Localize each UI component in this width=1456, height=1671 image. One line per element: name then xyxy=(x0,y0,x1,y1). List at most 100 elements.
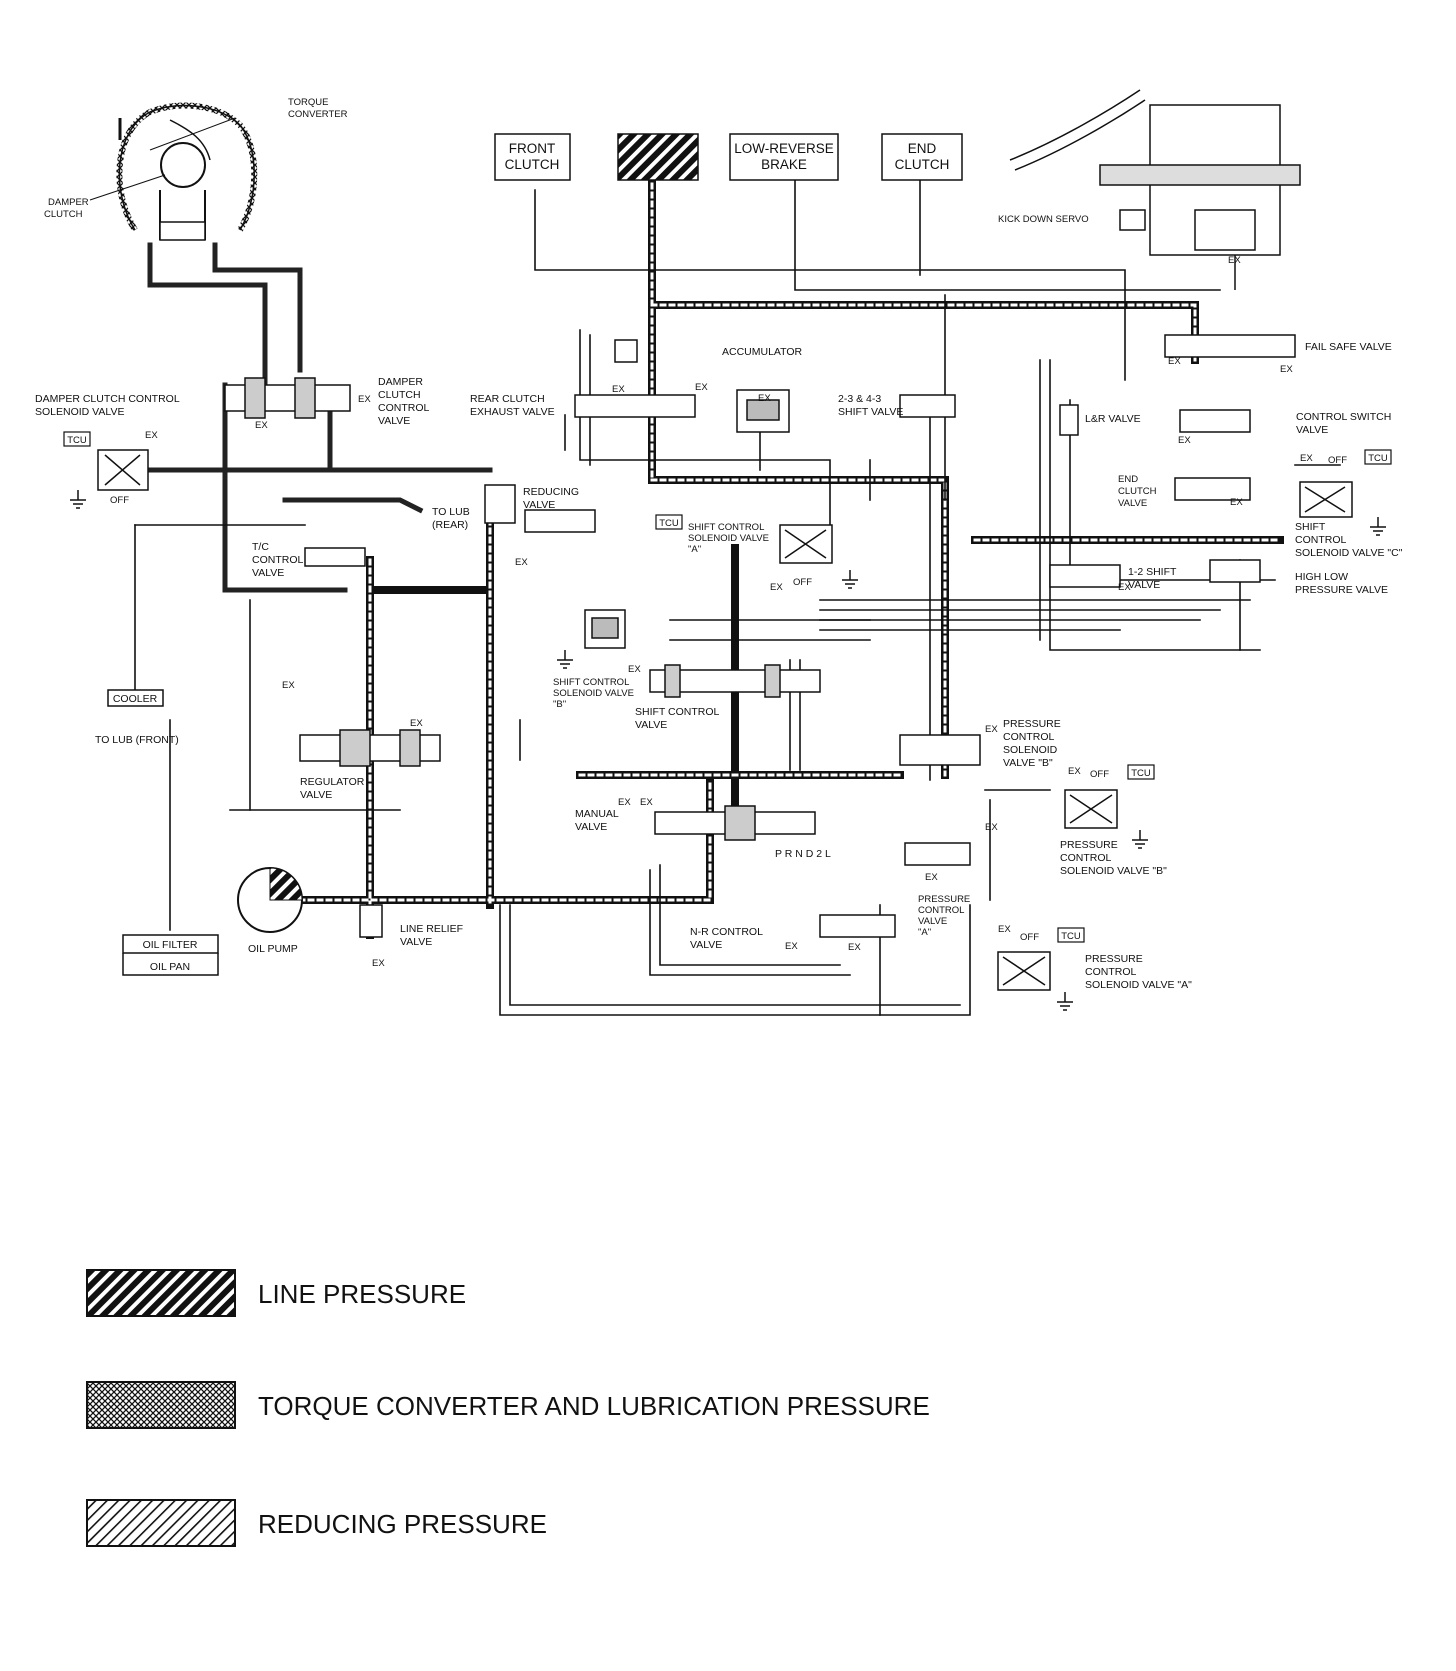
torque-lub-passages xyxy=(137,242,493,593)
kick-down-servo xyxy=(1009,89,1301,290)
svg-text:EX: EX xyxy=(145,430,158,441)
svg-text:EX: EX xyxy=(1228,255,1241,266)
svg-text:EX: EX xyxy=(1300,453,1313,464)
svg-text:EX: EX xyxy=(1178,435,1191,446)
lr-valve-label: L&R VALVE xyxy=(1085,413,1141,425)
oil-pan: OIL PAN xyxy=(122,953,219,976)
fail-safe-label: FAIL SAFE VALVE xyxy=(1305,341,1392,353)
legend-reducing-pressure: REDUCING PRESSURE xyxy=(86,1499,547,1547)
legend-torque-converter-lubrication: TORQUE CONVERTER AND LUBRICATION PRESSUR… xyxy=(86,1381,930,1429)
svg-text:EX: EX xyxy=(785,941,798,952)
svg-text:EX: EX xyxy=(848,942,861,953)
svg-text:TCU: TCU xyxy=(1368,453,1388,464)
svg-text:TCU: TCU xyxy=(67,435,87,446)
accumulator-label: ACCUMULATOR xyxy=(722,346,803,358)
svg-text:EX: EX xyxy=(612,384,625,395)
torque-converter xyxy=(89,102,258,241)
svg-text:EX: EX xyxy=(255,420,268,431)
svg-text:OIL PAN: OIL PAN xyxy=(150,961,190,973)
svg-text:COOLER: COOLER xyxy=(113,693,158,705)
svg-text:EX: EX xyxy=(410,718,423,729)
off-tags: OFF OFF OFF OFF OFF xyxy=(110,455,1347,943)
svg-text:EX: EX xyxy=(628,664,641,675)
legend-line-pressure: LINE PRESSURE xyxy=(86,1269,466,1317)
tcu-boxes xyxy=(63,431,1392,943)
svg-text:EX: EX xyxy=(758,393,771,404)
svg-text:TCU: TCU xyxy=(1061,931,1081,942)
svg-text:EX: EX xyxy=(925,872,938,883)
svg-text:TCU: TCU xyxy=(1131,768,1151,779)
svg-text:EX: EX xyxy=(695,382,708,393)
svg-text:LINE PRESSURE: LINE PRESSURE xyxy=(258,1279,466,1309)
line-pressure-indicator-box xyxy=(617,133,699,181)
to-lub-rear-label: TO LUB(REAR) xyxy=(432,506,470,531)
oil-pump-label: OIL PUMP xyxy=(248,943,298,955)
svg-text:OFF: OFF xyxy=(793,577,812,588)
svg-text:EX: EX xyxy=(985,822,998,833)
svg-text:REDUCING PRESSURE: REDUCING PRESSURE xyxy=(258,1509,547,1539)
svg-text:EX: EX xyxy=(372,958,385,969)
kick-down-servo-label: KICK DOWN SERVO xyxy=(998,214,1089,225)
svg-text:EX: EX xyxy=(770,582,783,593)
svg-text:EX: EX xyxy=(618,797,631,808)
svg-text:EX: EX xyxy=(282,680,295,691)
svg-text:EX: EX xyxy=(515,557,528,568)
svg-text:EX: EX xyxy=(1230,497,1243,508)
svg-text:EX: EX xyxy=(1068,766,1081,777)
valve-bodies xyxy=(97,334,1353,991)
svg-text:EX: EX xyxy=(1280,364,1293,375)
svg-text:OFF: OFF xyxy=(1328,455,1347,466)
ground-symbols xyxy=(70,490,1386,1011)
svg-text:OFF: OFF xyxy=(1020,932,1039,943)
cooler-box: COOLER xyxy=(107,689,164,707)
svg-text:EX: EX xyxy=(1118,582,1131,593)
svg-text:EX: EX xyxy=(1168,356,1181,367)
manual-positions-label: P R N D 2 L xyxy=(775,848,831,860)
ex-tags: EX EX EX EX EX EX EX EX EX EX EX EX EX E… xyxy=(145,255,1313,969)
hydraulic-lines xyxy=(134,171,1341,1016)
tcu-labels: TCU TCU TCU TCU TCU xyxy=(67,435,1388,942)
svg-text:OFF: OFF xyxy=(1090,769,1109,780)
svg-text:EX: EX xyxy=(640,797,653,808)
oil-filter: OIL FILTER xyxy=(122,934,219,954)
to-lub-front-label: TO LUB (FRONT) xyxy=(95,734,179,746)
legend: LINE PRESSURE TORQUE CONVERTER AND LUBRI… xyxy=(86,1269,930,1547)
svg-text:TCU: TCU xyxy=(659,518,679,529)
oil-pump xyxy=(237,867,303,933)
svg-text:TORQUE CONVERTER AND LUBRICATI: TORQUE CONVERTER AND LUBRICATION PRESSUR… xyxy=(258,1391,930,1421)
svg-text:EX: EX xyxy=(998,924,1011,935)
svg-text:OIL FILTER: OIL FILTER xyxy=(143,939,198,951)
svg-text:EX: EX xyxy=(985,724,998,735)
